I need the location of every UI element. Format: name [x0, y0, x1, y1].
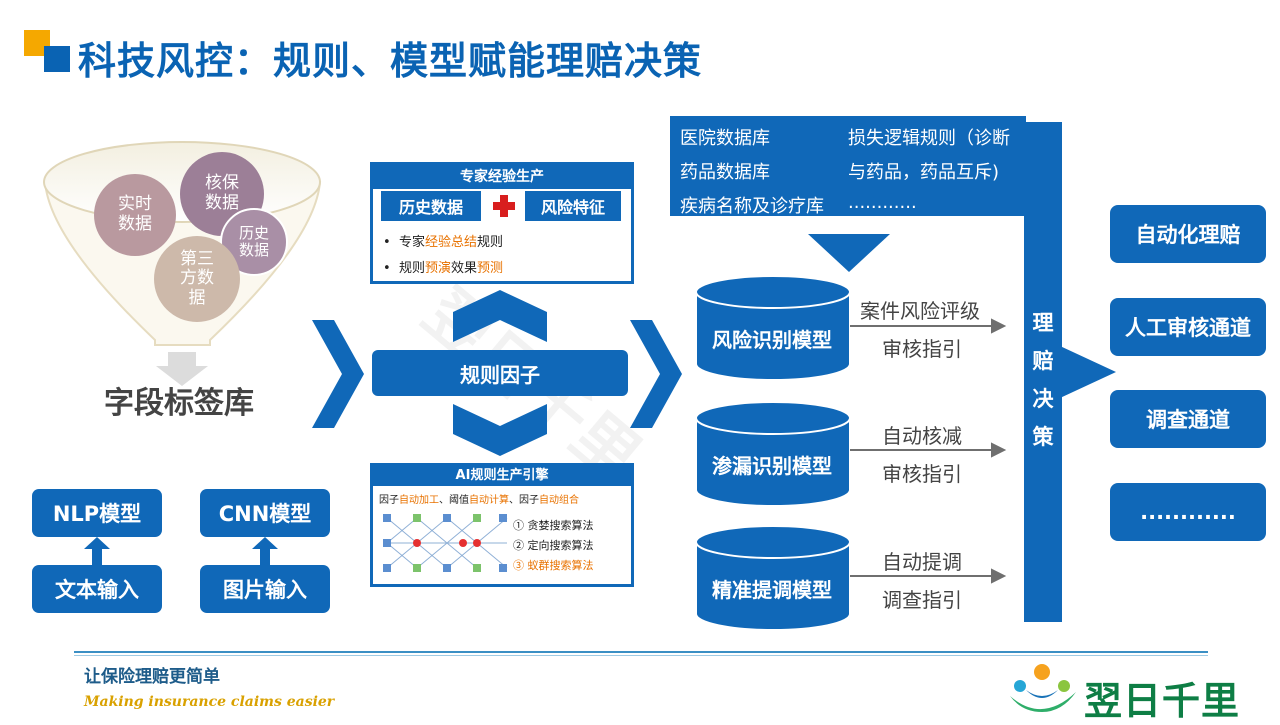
risk-model-cylinders: [695, 275, 851, 631]
footer-slogan-cn: 让保险理赔更简单: [84, 667, 220, 687]
chevron-right-icon: [312, 320, 364, 428]
more-channels-box: ............: [1110, 483, 1266, 541]
bullet2-highlight-2: 预测: [476, 261, 503, 276]
brand-logo-icon: [1010, 664, 1076, 712]
note-risk-rating: 案件风险评级: [860, 299, 980, 323]
loss-logic-rule-1: 损失逻辑规则（诊断: [848, 128, 1010, 149]
up-arrow-icon: [84, 537, 110, 565]
ai-line-p1: 因子: [379, 495, 399, 506]
loss-logic-rule-2: 与药品，药品互斥): [848, 162, 1000, 183]
footer-slogan-en: Making insurance claims easier: [84, 694, 335, 710]
bullet2-text: 规则: [398, 261, 425, 276]
bullet1-text-end: 规则: [476, 235, 503, 250]
rule-factor-box: 规则因子: [372, 350, 628, 396]
ai-line-h3: 自动组合: [539, 495, 579, 506]
bullet-expert-rules: • 专家经验总结规则: [383, 235, 503, 250]
manual-review-box: 人工审核通道: [1110, 298, 1266, 356]
triangle-right-icon: [1060, 346, 1116, 398]
triangle-down-icon: [808, 234, 890, 272]
algorithm-list: ① 贪婪搜索算法 ② 定向搜索算法 ③ 蚁群搜索算法: [513, 516, 594, 576]
note-auto-deduction: 自动核减: [882, 424, 962, 448]
algo-directed: ② 定向搜索算法: [513, 539, 594, 552]
expert-experience-panel: 专家经验生产 历史数据 风险特征 • 专家经验总结规则 • 规则预演效果预测: [370, 162, 634, 284]
ai-rule-engine-panel: AI规则生产引擎 因子自动加工、阈值自动计算、因子自动组合 ① 贪婪搜索算法 ②…: [370, 463, 634, 587]
bubble-realtime-data: 实时数据: [94, 174, 176, 256]
risk-feature-tag: 风险特征: [525, 191, 621, 221]
footer-divider: [74, 651, 1208, 653]
chevron-right-icon: [630, 320, 682, 428]
decision-label: 理 赔 决 策: [1024, 304, 1062, 456]
risk-identification-model: 风险识别模型: [712, 328, 832, 352]
cnn-model-box: CNN模型: [200, 489, 330, 537]
db-disease: 疾病名称及诊疗库: [680, 196, 824, 217]
claim-decision-bar: 理 赔 决 策: [1024, 122, 1062, 622]
note-review-guide-1: 审核指引: [882, 337, 962, 361]
db-drug: 药品数据库: [680, 162, 770, 183]
chevron-up-icon: [453, 290, 547, 342]
history-data-tag: 历史数据: [381, 191, 481, 221]
bubble-third-party-data: 第三方数据: [154, 236, 240, 322]
investigation-channel-box: 调查通道: [1110, 390, 1266, 448]
up-arrow-icon: [252, 537, 278, 565]
expert-panel-header: 专家经验生产: [373, 165, 631, 189]
ai-line-h2: 自动计算: [469, 495, 509, 506]
ai-line-p2: 、阈值: [439, 495, 469, 506]
text-input-box: 文本输入: [32, 565, 162, 613]
db-hospital: 医院数据库: [680, 128, 770, 149]
title-accent-blue: [44, 46, 70, 72]
ai-line-h1: 自动加工: [399, 495, 439, 506]
leakage-identification-model: 渗漏识别模型: [712, 454, 832, 478]
image-input-box: 图片输入: [200, 565, 330, 613]
note-investigation-guide: 调查指引: [882, 588, 962, 612]
note-auto-investigation: 自动提调: [882, 550, 962, 574]
bullet-rule-preview: • 规则预演效果预测: [383, 261, 503, 276]
plus-icon: [493, 195, 515, 217]
algo-greedy: ① 贪婪搜索算法: [513, 519, 594, 532]
nlp-model-box: NLP模型: [32, 489, 162, 537]
precise-investigation-model: 精准提调模型: [712, 578, 832, 602]
decision-char-2: 赔: [1032, 349, 1054, 373]
brand-name: 翌日千里: [1084, 679, 1241, 723]
model-output-arrows: [850, 318, 1007, 584]
ai-line-p3: 、因子: [509, 495, 539, 506]
decision-char-3: 决: [1032, 387, 1054, 411]
database-info-box: 医院数据库 药品数据库 疾病名称及诊疗库 损失逻辑规则（诊断 与药品，药品互斥)…: [670, 116, 1026, 217]
neural-network-graph: [383, 514, 508, 572]
loss-logic-rule-3: ............: [848, 192, 917, 213]
bullet2-text-mid: 效果: [450, 261, 477, 276]
chevron-down-icon: [453, 404, 547, 456]
bullet1-highlight: 经验总结: [424, 235, 477, 250]
field-tag-library-label: 字段标签库: [104, 386, 254, 421]
note-review-guide-2: 审核指引: [882, 462, 962, 486]
algo-ant-colony: ③ 蚁群搜索算法: [513, 559, 594, 572]
page-title: 科技风控：规则、模型赋能理赔决策: [78, 39, 703, 83]
bullet2-highlight-1: 预演: [424, 261, 451, 276]
footer-divider-thin: [74, 655, 1208, 656]
decision-char-1: 理: [1032, 311, 1054, 335]
ai-panel-header: AI规则生产引擎: [373, 466, 631, 486]
auto-claim-box: 自动化理赔: [1110, 205, 1266, 263]
ai-factor-line: 因子自动加工、阈值自动计算、因子自动组合: [379, 491, 579, 506]
bubble-underwriting-data: 核保数据: [180, 152, 264, 236]
bullet1-text: 专家: [398, 235, 425, 250]
decision-char-4: 策: [1032, 425, 1054, 449]
